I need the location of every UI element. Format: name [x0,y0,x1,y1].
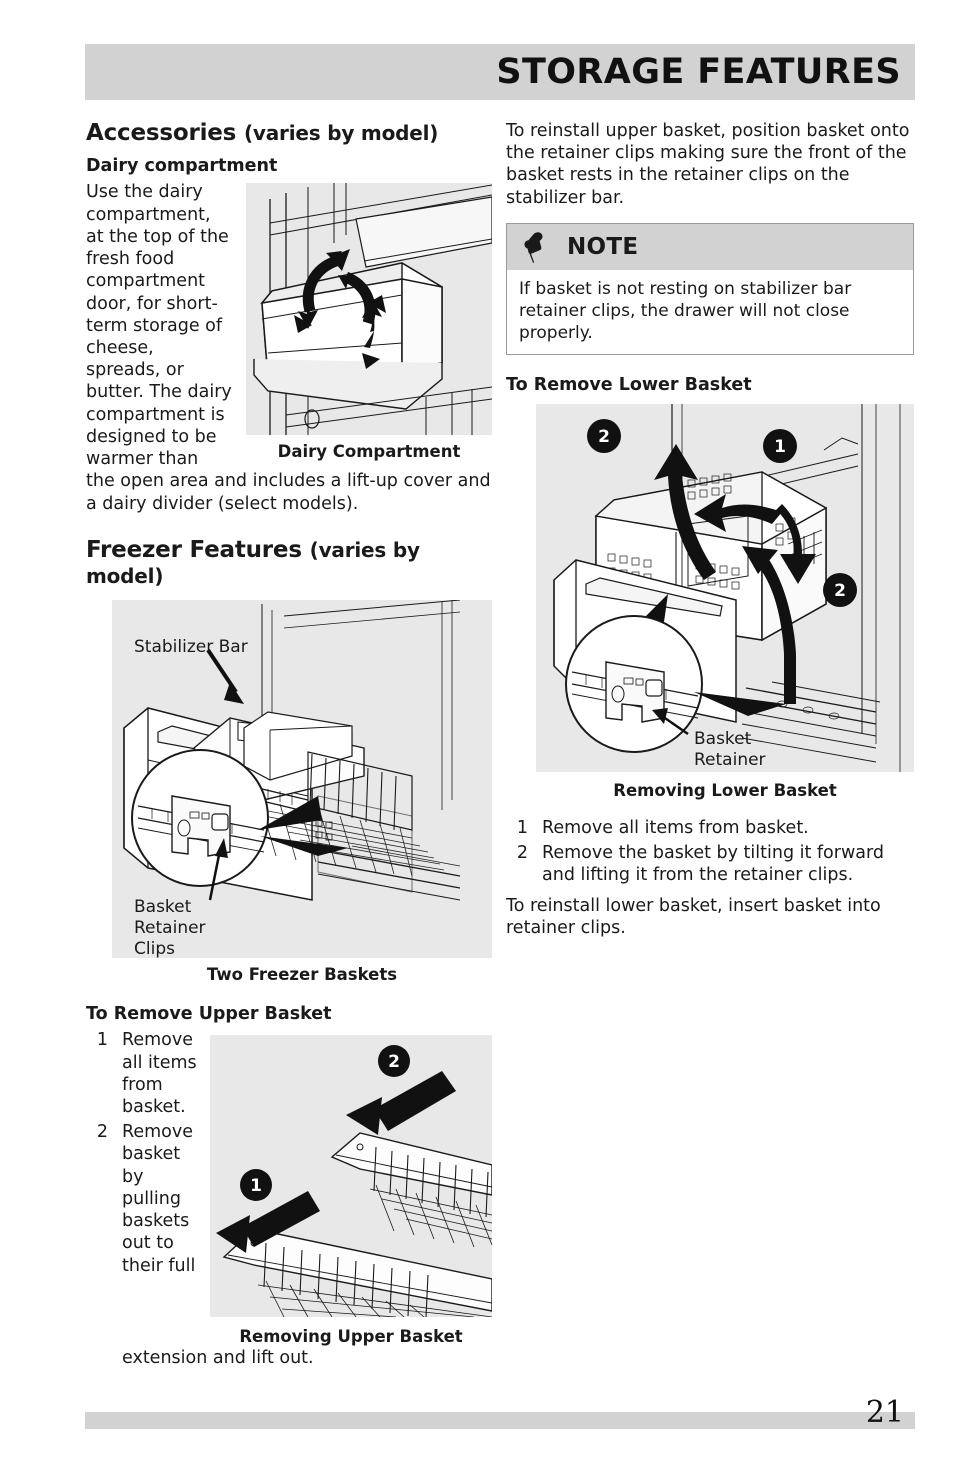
badge-2-upper [378,1045,410,1078]
right-column: To reinstall upper basket, position bask… [506,120,914,939]
to-remove-lower-basket-heading: To Remove Lower Basket [506,375,752,396]
step-number: 1 [516,817,528,838]
accessories-heading: Accessories (varies by model) [86,120,492,146]
step-number: 1 [96,1030,108,1051]
removing-lower-basket-figure: 2 1 2 Basket Retainer Removing Lower Bas… [536,404,914,801]
page-number: 21 [865,1395,904,1430]
dairy-compartment-image [246,183,492,436]
two-freezer-baskets-caption: Two Freezer Baskets [206,964,398,984]
dairy-compartment-subheading: Dairy compartment [86,156,278,177]
list-item: 1 Remove all items from basket. [86,1029,492,1118]
pushpin-icon [521,231,547,263]
list-item: 2 Remove basket by pulling baskets out t… [86,1121,492,1369]
removing-upper-basket-image: 2 1 [210,1035,492,1318]
upper-basket-steps-and-figure: 2 1 Removing Upper Basket 1 Remove all i… [86,1029,492,1372]
reinstall-upper-basket-text: To reinstall upper basket, position bask… [506,121,910,208]
badge-2-top-left-text: 2 [598,427,610,447]
page-title: STORAGE FEATURES [496,51,901,92]
badge-2-right-text: 2 [834,581,846,601]
step-number: 2 [516,843,528,864]
removing-upper-basket-caption: Removing Upper Basket [239,1327,463,1347]
to-remove-upper-basket-heading: To Remove Upper Basket [86,1004,332,1025]
note-header: NOTE [507,223,913,270]
step-text: Remove all items from basket. [122,1030,197,1118]
badge-2-right [823,573,857,608]
removing-lower-basket-image: 2 1 2 Basket Retainer [536,404,914,773]
two-freezer-baskets-image: Stabilizer Bar Basket Retainer Clips [112,599,492,958]
freezer-heading-sub: (varies by model) [86,537,420,589]
note-box: NOTE If basket is not resting on stabili… [506,222,914,356]
note-body: If basket is not resting on stabilizer b… [507,269,913,355]
dairy-compartment-caption: Dairy Compartment [277,442,461,462]
note-label: NOTE [567,233,639,260]
badge-1-right-text: 1 [774,437,786,457]
accessories-heading-sub: (varies by model) [243,121,439,145]
basket-retainer-clips-label: Basket Retainer Clips [134,897,211,958]
dairy-compartment-body: Use the dairy compartment, at the top of… [86,182,491,514]
removing-upper-basket-illustration: 2 1 [210,1035,492,1318]
dairy-compartment-illustration [246,183,492,436]
page-header: STORAGE FEATURES [85,44,915,100]
list-item: 1 Remove all items from basket. [506,817,914,839]
page-footer-bar [85,1412,915,1429]
list-item: 2 Remove the basket by tilting it forwar… [506,842,914,886]
freezer-features-heading: Freezer Features (varies by model) [86,537,492,590]
step-1-arrow-right [694,494,816,585]
two-freezer-baskets-illustration: Stabilizer Bar Basket Retainer Clips [112,599,460,958]
basket-retainer-arrow [652,708,689,736]
stabilizer-bar-arrow [206,648,244,704]
dairy-text-and-figure: Dairy Compartment Use the dairy compartm… [86,181,492,514]
removing-upper-basket-figure: 2 1 Removing Upper Basket [210,1035,492,1347]
reinstall-lower-basket-text: To reinstall lower basket, insert basket… [506,895,881,938]
dairy-compartment-figure: Dairy Compartment [246,183,492,462]
left-column: Accessories (varies by model) Dairy comp… [86,120,492,1372]
badge-2-upper-text: 2 [388,1052,400,1072]
step-2-arrow [346,1071,456,1136]
lower-basket-steps: 1 Remove all items from basket. 2 Remove… [506,817,914,887]
basket-retainer-clips-arrow [208,837,228,900]
upper-basket-steps: 1 Remove all items from basket. 2 Remove… [86,1029,492,1369]
freezer-heading-main: Freezer Features [86,536,310,563]
basket-retainer-label: Basket Retainer [694,729,766,770]
removing-lower-basket-caption: Removing Lower Basket [613,781,837,801]
step-2-arrow-left [654,444,716,581]
accessories-heading-main: Accessories [86,120,244,146]
removing-lower-basket-illustration: 2 1 2 Basket Retainer [536,404,912,773]
step-text: Remove basket by pulling baskets out to … [122,1122,314,1369]
badge-2-top-left [587,419,621,454]
step-1-arrow [216,1191,320,1254]
step-text: Remove all items from basket. [542,817,809,838]
badge-1-upper-text: 1 [250,1176,262,1196]
badge-1-upper [240,1169,272,1202]
badge-1-right [763,429,797,464]
two-freezer-baskets-figure: Stabilizer Bar Basket Retainer Clips Two… [112,599,492,985]
step-2-arrow-right [742,546,796,705]
step-text: Remove the basket by tilting it forward … [542,843,884,886]
stabilizer-bar-label: Stabilizer Bar [134,637,248,657]
step-number: 2 [96,1122,108,1143]
